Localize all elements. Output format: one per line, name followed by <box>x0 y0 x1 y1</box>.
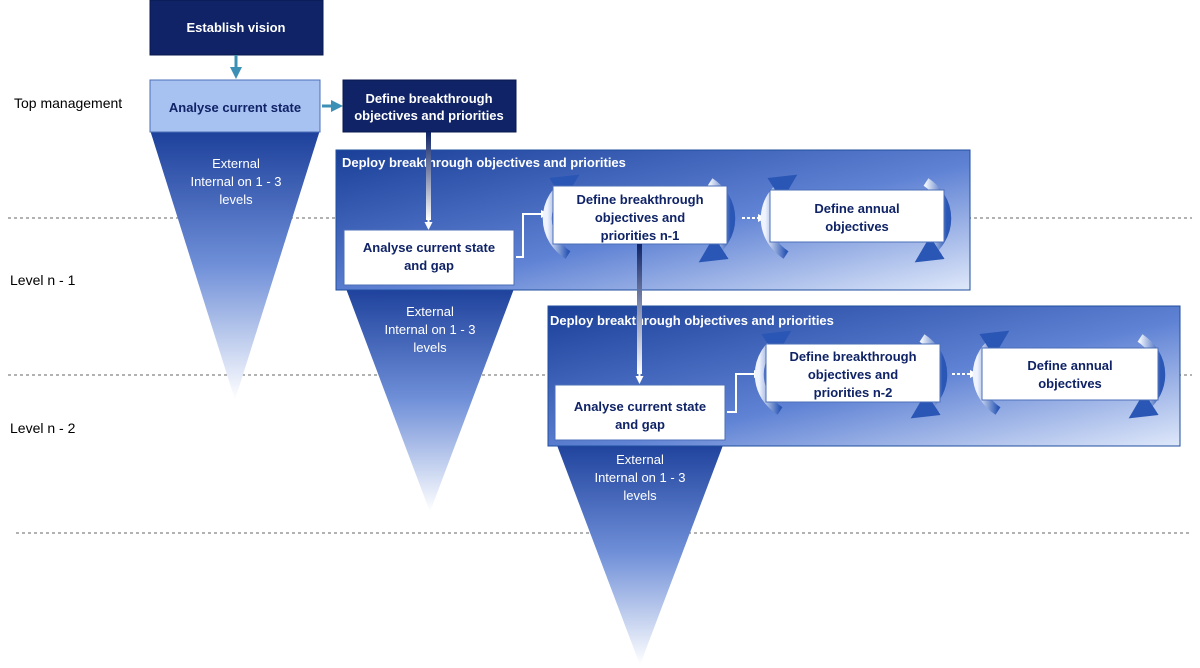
level1-to-level2-connector <box>637 244 642 374</box>
top-analyse-label: Analyse current state <box>169 100 301 115</box>
level-label-n2: Level n - 2 <box>10 420 76 436</box>
level2-analyse-line2: and gap <box>615 417 665 432</box>
level-label-n1: Level n - 1 <box>10 272 76 288</box>
level2-define-line2: objectives and <box>808 367 898 382</box>
level2-annual-right-ring <box>1128 334 1166 419</box>
level2-annual-line1: Define annual <box>1027 358 1112 373</box>
level2-annual-box <box>981 347 1159 401</box>
top-define-box <box>342 79 517 133</box>
level1-triangle-line2: Internal on 1 - 3 <box>384 322 475 337</box>
level1-annual-left-ring <box>760 174 798 259</box>
top-funnel-triangle <box>150 130 320 400</box>
level2-analyse-box <box>554 384 726 441</box>
top-triangle-line2: Internal on 1 - 3 <box>190 174 281 189</box>
level1-annual-box <box>769 189 945 243</box>
top-define-line1: Define breakthrough <box>365 91 492 106</box>
level1-analyse-line1: Analyse current state <box>363 240 495 255</box>
level2-define-line3: priorities n-2 <box>814 385 893 400</box>
level2-define-box <box>765 343 941 403</box>
level1-triangle-line1: External <box>406 304 454 319</box>
level1-funnel-triangle <box>345 286 515 512</box>
level2-triangle-line1: External <box>616 452 664 467</box>
level-label-top: Top management <box>14 95 122 111</box>
level2-analyse-line1: Analyse current state <box>574 399 706 414</box>
top-triangle-line3: levels <box>219 192 253 207</box>
level2-annual-line2: objectives <box>1038 376 1102 391</box>
level1-analyse-line2: and gap <box>404 258 454 273</box>
top-triangle-line1: External <box>212 156 260 171</box>
level1-annual-line2: objectives <box>825 219 889 234</box>
level1-define-line2: objectives and <box>595 210 685 225</box>
top-to-level1-connector <box>426 132 431 220</box>
establish-vision-label: Establish vision <box>187 20 286 35</box>
establish-vision-box <box>149 0 324 56</box>
level1-annual-right-ring <box>914 178 952 263</box>
top-analyse-box <box>149 79 321 133</box>
level1-triangle-line3: levels <box>413 340 447 355</box>
level1-deploy-label: Deploy breakthrough objectives and prior… <box>342 155 626 170</box>
level1-define-line3: priorities n-1 <box>601 228 680 243</box>
level2-deploy-label: Deploy breakthrough objectives and prior… <box>550 313 834 328</box>
level1-analyse-box <box>343 229 515 286</box>
level2-annual-left-ring <box>972 330 1010 415</box>
top-define-line2: objectives and priorities <box>354 108 504 123</box>
level2-triangle-line3: levels <box>623 488 657 503</box>
level2-funnel-triangle <box>555 440 725 665</box>
level1-annual-line1: Define annual <box>814 201 899 216</box>
level1-analyse-to-define-arrow <box>516 210 549 258</box>
level2-define-line1: Define breakthrough <box>789 349 916 364</box>
level1-define-box <box>552 185 728 245</box>
level1-define-line1: Define breakthrough <box>576 192 703 207</box>
level2-triangle-line2: Internal on 1 - 3 <box>594 470 685 485</box>
level2-analyse-to-define-arrow <box>727 370 762 413</box>
